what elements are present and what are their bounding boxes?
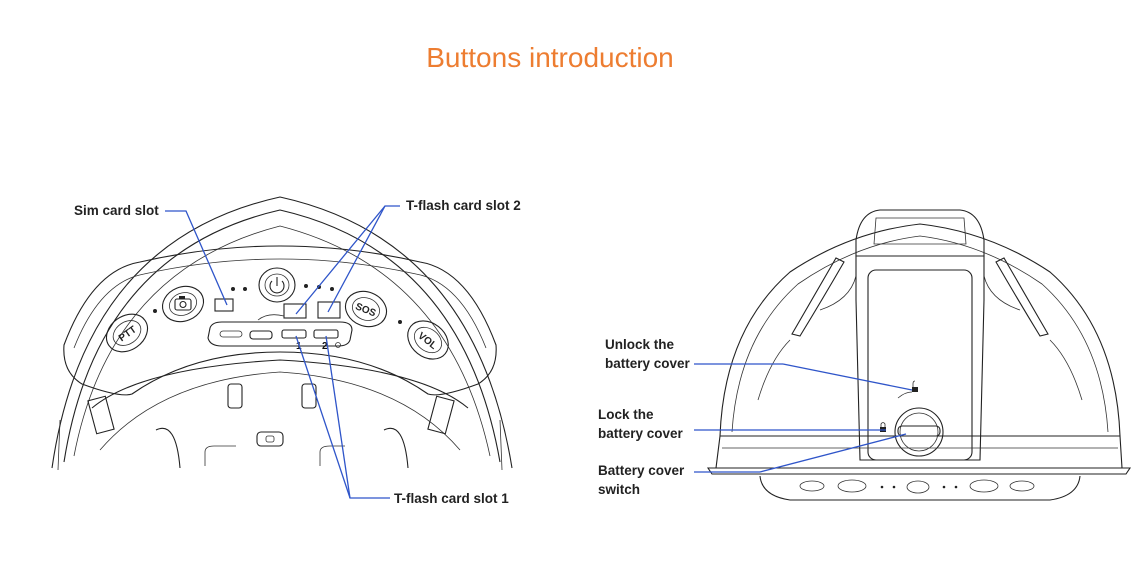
tflash-slot-1-label: T-flash card slot 1 xyxy=(394,491,509,506)
battery-cover-switch[interactable] xyxy=(894,407,944,457)
page-title: Buttons introduction xyxy=(426,42,674,73)
unlock-icon xyxy=(912,380,918,392)
slot-number-2: 2 xyxy=(322,341,328,352)
sim-card-slot-label: Sim card slot xyxy=(74,203,159,218)
vol-label: VOL xyxy=(416,331,439,352)
tflash-slot-1[interactable] xyxy=(281,329,307,339)
lock-label-line1: Lock the xyxy=(598,407,654,422)
port-strip xyxy=(207,321,353,347)
bottom-button-row xyxy=(799,479,1035,494)
sim-card-slot[interactable] xyxy=(214,298,234,312)
switch-label-line2: switch xyxy=(598,482,640,497)
unlock-label-line1: Unlock the xyxy=(605,337,675,352)
leader-lines-left xyxy=(165,205,400,499)
camera-button[interactable] xyxy=(157,280,209,327)
ptt-button[interactable]: PTT xyxy=(99,306,155,359)
tflash-slot-2-cover[interactable] xyxy=(317,301,341,319)
helmet-rear-view: Unlock the battery cover Lock the batter… xyxy=(598,209,1132,501)
tflash-slot-2-label: T-flash card slot 2 xyxy=(406,198,521,213)
sos-button[interactable]: SOS xyxy=(340,285,392,332)
usb-port[interactable] xyxy=(249,330,273,340)
battery-cover[interactable] xyxy=(867,269,973,461)
switch-label-line1: Battery cover xyxy=(598,463,685,478)
ptt-label: PTT xyxy=(117,324,139,344)
tflash-slot-2-flap[interactable] xyxy=(283,303,307,319)
camera-icon xyxy=(174,296,192,311)
unlock-label-line2: battery cover xyxy=(605,356,691,371)
lock-label-line2: battery cover xyxy=(598,426,684,441)
leader-lines-right xyxy=(694,363,913,473)
helmet-top-view: PTT SOS xyxy=(51,196,521,506)
power-icon xyxy=(269,277,285,294)
power-button[interactable] xyxy=(258,267,296,303)
